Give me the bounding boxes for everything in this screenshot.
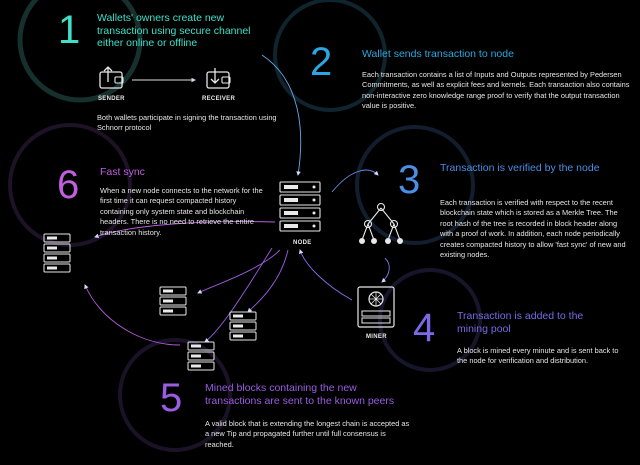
fast-sync-server-icon: [43, 233, 71, 273]
step-2-text: Each transaction contains a list of Inpu…: [362, 70, 630, 111]
step-2-heading: Wallet sends transaction to node: [362, 48, 514, 60]
ring-5: [118, 338, 232, 452]
ring-1: [17, 0, 143, 103]
peer-server-icon-1: [159, 286, 187, 316]
miner-icon: [357, 286, 395, 328]
step-5-heading: Mined blocks containing the new transact…: [205, 382, 395, 407]
step-5-text: A valid block that is extending the long…: [205, 419, 410, 449]
step-1-text: Both wallets participate in signing the …: [97, 113, 277, 133]
arrow-node-to-tree: [331, 169, 379, 193]
step-1-heading: Wallets' owners create new transaction u…: [97, 12, 251, 49]
peer-server-icon-2: [229, 311, 257, 341]
peer-server-icon-3: [187, 341, 215, 371]
ring-4: [378, 268, 482, 372]
step-5-number: 5: [160, 376, 183, 420]
arrow-miner-to-node: [299, 249, 353, 301]
arrow-wallet-to-node: [261, 54, 302, 176]
step-4-number: 4: [413, 306, 436, 350]
sender-label: SENDER: [98, 96, 125, 102]
step-4-heading: Transaction is added to the mining pool: [457, 310, 584, 335]
step-6-heading: Fast sync: [100, 166, 145, 178]
receiver-wallet-icon: [206, 68, 231, 89]
arrow-node-to-peers-b: [247, 249, 289, 313]
arrow-node-to-fastsync: [94, 221, 276, 238]
arrow-node-to-peers-c: [204, 247, 273, 343]
ring-2: [273, 0, 387, 112]
node-server-icon: [279, 181, 321, 232]
step-3-number: 3: [398, 158, 421, 202]
step-2-number: 2: [310, 40, 333, 84]
arrow-tree-to-miner: [381, 257, 390, 283]
ring-3: [355, 125, 475, 245]
step-4-text: A block is mined every minute and is sen…: [457, 346, 619, 366]
arrow-node-to-peers-a: [197, 249, 281, 294]
receiver-label: RECEIVER: [202, 96, 236, 102]
step-6-number: 6: [57, 163, 80, 207]
step-3-heading: Transaction is verified by the node: [440, 162, 600, 174]
miner-label: MINER: [366, 334, 387, 340]
step-3-text: Each transaction is verified with respec…: [440, 198, 626, 260]
step-6-text: When a new node connects to the network …: [100, 186, 263, 237]
step-1-number: 1: [58, 8, 81, 52]
node-label: NODE: [293, 240, 312, 246]
arrow-peers-to-fastsync: [84, 284, 181, 346]
sender-wallet-icon: [99, 66, 124, 89]
merkle-tree-icon: [359, 202, 403, 244]
